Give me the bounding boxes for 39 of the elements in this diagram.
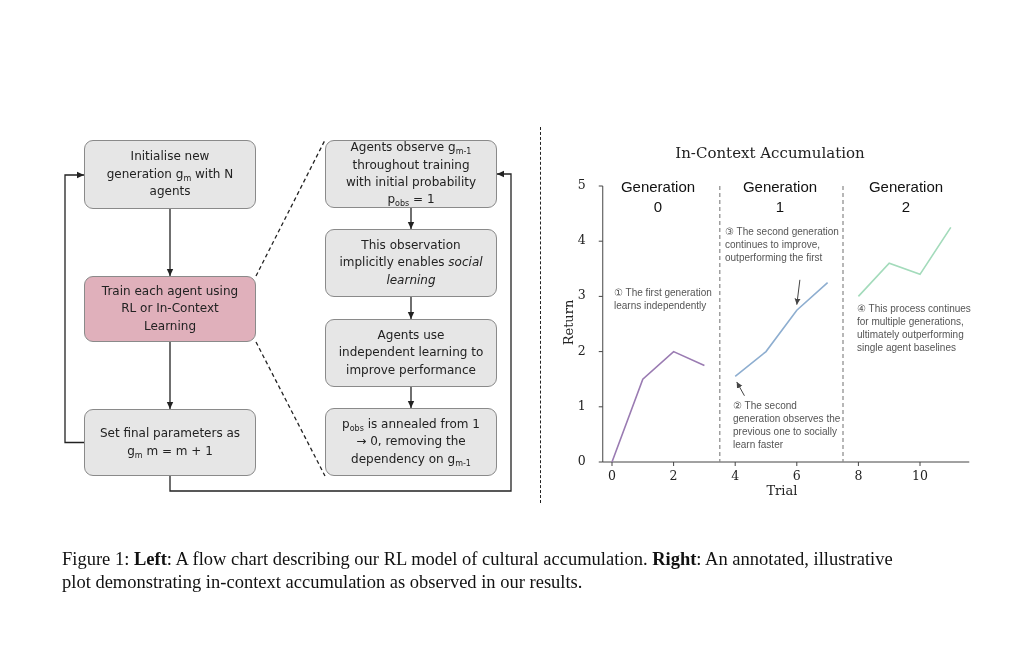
highlighted-process-box: Train each agent using RL or In-Context Learning	[84, 276, 256, 342]
annotation-text: ③ The second generation continues to improve, outperforming the first	[725, 225, 840, 264]
generation-heading: Generation 2	[867, 177, 945, 216]
tick-label: 4	[576, 232, 587, 248]
tick-label: 4	[730, 468, 741, 483]
tick-label: 0	[576, 453, 587, 468]
process-box: Set final parameters as g$_{m}$ m = m + 1	[84, 409, 256, 476]
chart-title: In-Context Accumulation	[674, 144, 866, 162]
arrow	[407, 296, 415, 320]
dashed-connector	[255, 341, 326, 477]
axis-label: Return	[561, 299, 577, 346]
annotation-text: ④ This process continues for multiple generations, ultimately outperforming single agent baselines	[857, 302, 972, 354]
arrow	[407, 207, 415, 230]
arrow	[64, 171, 85, 444]
tick-label: 1	[576, 397, 587, 413]
process-box: Agents use independent learning to improve performance	[325, 319, 497, 387]
process-box: p$_{obs}$ is annealed from 1 → 0, removing the dependency on g$_{m-1}$	[325, 408, 497, 476]
process-box: Agents observe g$_{m-1}$ throughout training with initial probability p$_{obs}$ = 1	[325, 140, 497, 208]
tick-label: 3	[576, 287, 587, 303]
tick-label: 8	[853, 468, 864, 483]
generation-heading: Generation 0	[619, 177, 697, 216]
annotation-text: ② The second generation observes the previous one to socially learn faster	[733, 399, 842, 451]
generation-heading: Generation 1	[741, 177, 819, 216]
tick-label: 0	[607, 468, 617, 483]
figure-caption: Figure 1: Left: A flow chart describing our RL model of cultural accumulation. Right: An annotated, illustrative plot demonstrating in-context accumulation as observed in our results.	[62, 548, 894, 594]
arrow	[169, 170, 512, 492]
tick-label: 5	[576, 177, 587, 192]
process-box: This observation implicitly enables social learning	[325, 229, 497, 297]
arrow	[166, 208, 174, 277]
annotation-text: ① The first generation learns independently	[614, 286, 713, 312]
process-box: Initialise new generation g$_{m}$ with N agents	[84, 140, 256, 209]
axis-label: Trial	[766, 483, 798, 498]
tick-label: 2	[668, 468, 679, 483]
tick-label: 10	[911, 468, 929, 483]
dashed-connector	[255, 139, 326, 277]
tick-label: 2	[576, 342, 587, 358]
tick-label: 6	[791, 468, 802, 483]
arrow	[166, 341, 174, 410]
arrow	[407, 386, 415, 409]
